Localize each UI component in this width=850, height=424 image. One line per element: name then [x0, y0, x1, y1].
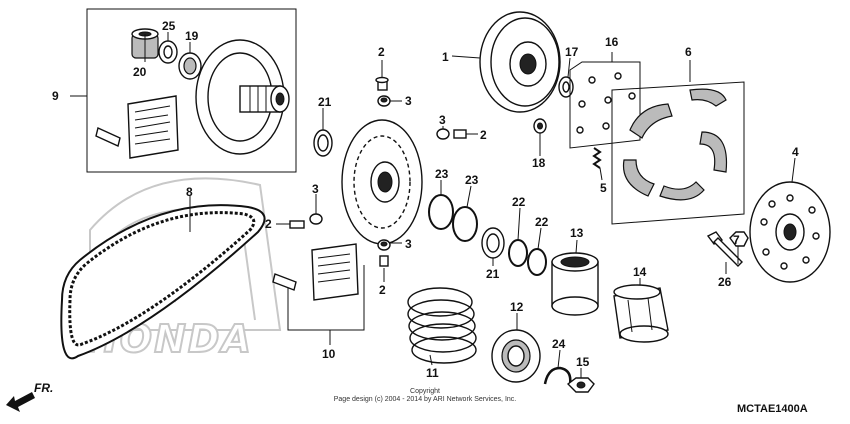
callout-6: 6 [685, 45, 692, 59]
oil-seal-21-lower [481, 227, 505, 259]
callout-20: 20 [133, 65, 147, 79]
circlip-24 [543, 366, 572, 385]
part-number-labels: 9 25 19 20 2 3 21 3 2 8 3 2 3 2 10 1 17 … [52, 19, 799, 380]
seal-guide-14 [613, 284, 669, 343]
callout-2-left: 2 [265, 217, 272, 231]
driven-face-9 [195, 39, 290, 155]
group-box-16 [569, 52, 641, 149]
washer-17 [558, 76, 574, 98]
callout-22-b: 22 [535, 215, 549, 229]
pin-2-upper [375, 76, 389, 91]
roller-3-left [309, 213, 323, 225]
fr-label: FR. [34, 381, 53, 395]
callout-17: 17 [565, 45, 579, 59]
pin-2-left [289, 220, 305, 229]
group-box-9 [70, 8, 297, 173]
callout-3-right: 3 [439, 113, 446, 127]
callout-21-upper: 21 [318, 95, 332, 109]
o-ring-22-a [508, 239, 528, 267]
drive-belt-8 [60, 204, 266, 360]
callout-2-lower: 2 [379, 283, 386, 297]
nut-15 [566, 377, 595, 393]
roller-3-lower [377, 239, 391, 251]
roller-3-right [436, 128, 450, 140]
pin-2-lower [379, 255, 389, 267]
copyright-line-1: Copyright [410, 388, 440, 395]
callout-2-top: 2 [378, 45, 385, 59]
label-card-10 [311, 243, 359, 301]
callout-3-top: 3 [405, 94, 412, 108]
o-ring-21-upper [313, 129, 333, 157]
grease-tube-9 [95, 127, 121, 147]
callout-2-right: 2 [480, 128, 487, 142]
front-direction-indicator: FR. [6, 381, 53, 412]
callout-14: 14 [633, 265, 647, 279]
o-ring-23-a [428, 194, 454, 230]
roller-3-upper [377, 95, 391, 107]
callout-3-left: 3 [312, 182, 319, 196]
seal-collar-12 [491, 329, 541, 383]
drive-plate-4 [749, 181, 831, 283]
callout-12: 12 [510, 300, 524, 314]
group-box-6 [611, 60, 745, 225]
clutch-shoe-c [699, 131, 728, 173]
callout-26: 26 [718, 275, 732, 289]
callout-18: 18 [532, 156, 546, 170]
callout-5: 5 [600, 181, 607, 195]
callout-15: 15 [576, 355, 590, 369]
callout-7: 7 [733, 233, 740, 247]
clutch-spring-5 [592, 147, 602, 169]
callout-25: 25 [162, 19, 176, 33]
group-box-10 [287, 265, 365, 345]
callout-21-lower: 21 [486, 267, 500, 281]
callout-23-b: 23 [465, 173, 479, 187]
movable-driven-face [341, 119, 423, 245]
callout-8: 8 [186, 185, 193, 199]
callout-23-a: 23 [435, 167, 449, 181]
grease-tube-10 [272, 273, 297, 291]
callout-24: 24 [552, 337, 566, 351]
label-card-9 [127, 95, 179, 159]
callout-16: 16 [605, 35, 619, 49]
bolt-26 [706, 231, 743, 267]
copyright-line-2: Page design (c) 2004 - 2014 by ARI Netwo… [334, 396, 517, 403]
o-ring-22-b [527, 248, 547, 276]
clutch-shoe-b [689, 88, 727, 107]
callout-9: 9 [52, 89, 59, 103]
diagram-code: MCTAE1400A [737, 403, 808, 415]
bearing-19 [178, 52, 202, 80]
pin-2-right [453, 129, 467, 139]
callout-11: 11 [426, 366, 439, 380]
o-ring-23-b [452, 206, 478, 242]
collar-13 [551, 252, 599, 316]
clutch-shoe-e [659, 181, 705, 201]
callout-1: 1 [442, 50, 449, 64]
callout-22-a: 22 [512, 195, 526, 209]
clutch-shoe-a [629, 103, 673, 139]
callout-10: 10 [322, 347, 336, 361]
spring-11 [407, 287, 477, 364]
callout-13: 13 [570, 226, 584, 240]
callout-19: 19 [185, 29, 199, 43]
leader-lines [144, 32, 796, 378]
fr-arrow-icon [6, 392, 35, 412]
callout-3-lower: 3 [405, 237, 412, 251]
clutch-outer-1 [479, 11, 561, 113]
clutch-shoe-d [622, 159, 655, 197]
callout-4: 4 [792, 145, 799, 159]
nut-18 [533, 118, 547, 134]
oil-seal-25 [158, 40, 178, 64]
nut-7 [729, 231, 749, 247]
